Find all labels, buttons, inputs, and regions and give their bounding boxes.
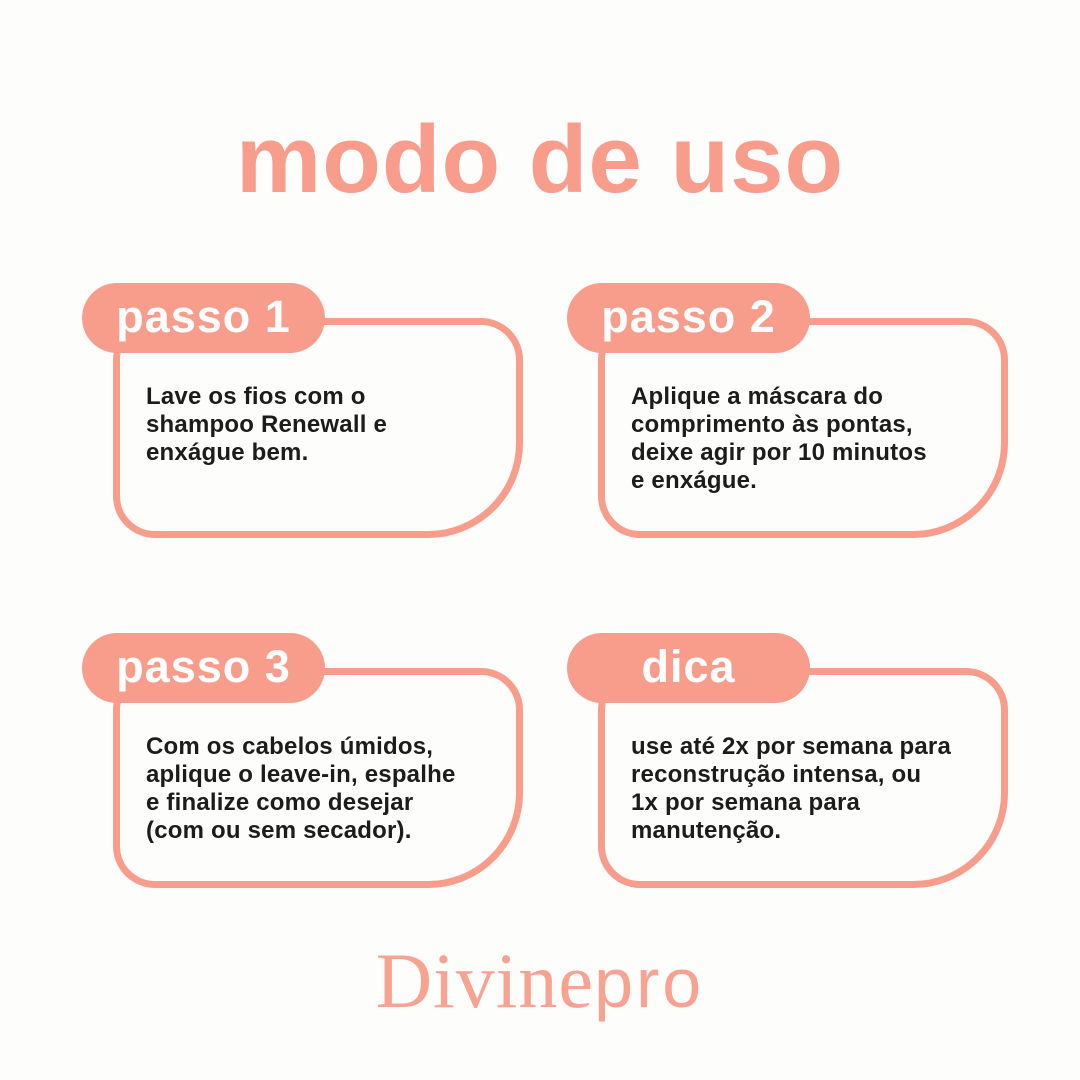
brand-logo: Divinepro [0,942,1080,1020]
step-description: Lave os fios com o shampoo Renewall e en… [146,383,387,466]
brand-name-secondary: pro [594,944,705,1022]
step-card-2: passo 2 Aplique a máscara do comprimento… [567,283,1032,545]
step-label-pill: passo 2 [567,283,810,353]
step-card-1: passo 1 Lave os fios com o shampoo Renew… [82,283,547,545]
step-label: dica [641,640,736,692]
page-title: modo de uso [235,106,845,213]
step-label: passo 3 [116,640,291,692]
step-label: passo 2 [601,290,776,342]
step-description: Aplique a máscara do comprimento às pont… [631,383,927,494]
step-label-pill: passo 3 [82,633,325,703]
step-label-pill: passo 1 [82,283,325,353]
step-label: passo 1 [116,290,291,342]
step-description: use até 2x por semana para reconstrução … [631,733,952,844]
step-label-pill: dica [567,633,810,703]
step-description: Com os cabelos úmidos, aplique o leave-i… [146,733,456,844]
brand-name-primary: Divine [375,937,595,1024]
step-card-tip: dica use até 2x por semana para reconstr… [567,633,1032,895]
step-card-3: passo 3 Com os cabelos úmidos, aplique o… [82,633,547,895]
